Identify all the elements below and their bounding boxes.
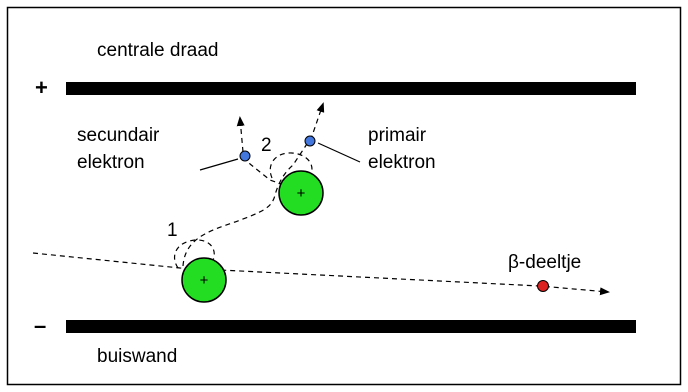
primary-electron-track [182,102,325,267]
primary-electron-label-line2: elektron [368,152,436,173]
interaction-loop-1 [174,239,215,269]
ion-1-plus-sign: + [200,272,209,289]
positive-ion-1: + [181,257,227,303]
positive-ion-2: + [278,170,324,216]
beta-particle-label: β-deeltje [508,252,581,273]
step-2-label: 2 [261,135,272,156]
tube-wall [66,320,636,333]
secondary-electron-pointer [199,158,239,171]
tube-wall-label: buiswand [97,346,177,367]
secondary-electron-track [236,116,293,189]
beta-particle-track [32,252,610,296]
secondary-electron-dot [239,150,251,162]
primary-electron-pointer [317,142,361,163]
positive-sign: + [35,75,48,100]
primary-electron-label-line1: primair [368,125,427,146]
primary-electron-dot [304,135,316,147]
interaction-loop-2 [269,152,313,179]
step-1-label: 1 [167,220,178,241]
secondary-electron-label-line2: elektron [77,152,145,173]
ion-2-plus-sign: + [297,185,306,202]
central-wire-label: centrale draad [97,40,218,61]
negative-sign: – [34,313,46,338]
ion-2-circle [278,170,324,216]
secondary-electron-label-line1: secundair [77,125,160,146]
central-wire [66,82,636,95]
ion-1-circle [181,257,227,303]
beta-particle-dot [537,280,549,292]
